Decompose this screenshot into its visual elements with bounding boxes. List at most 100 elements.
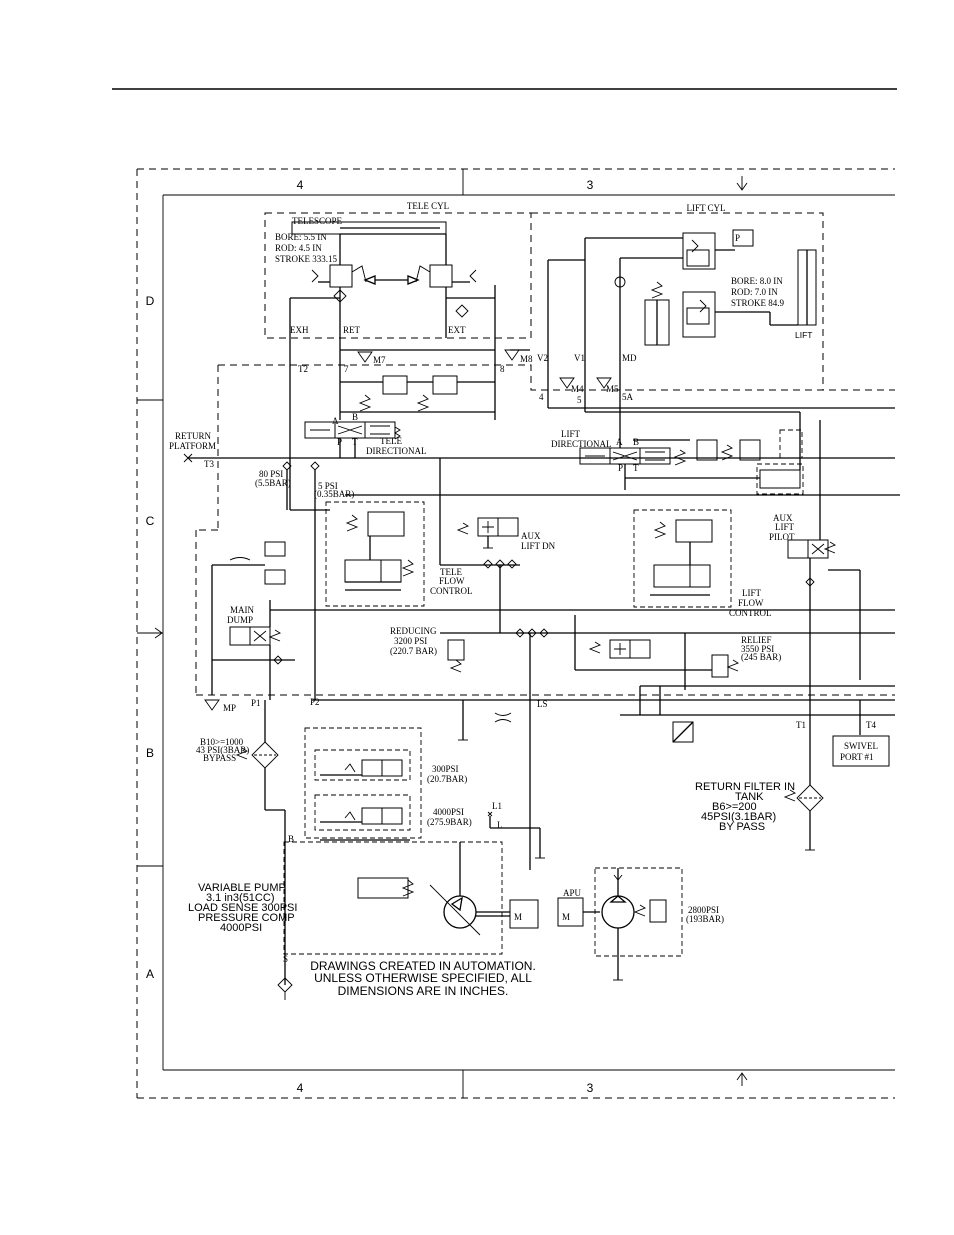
lift-directional-2: DIRECTIONAL: [551, 439, 612, 449]
psi-2800-2: (193BAR): [686, 914, 724, 924]
reducing-2: 3200 PSI: [394, 636, 427, 646]
main-dump-valve: [211, 541, 895, 700]
port-ret: RET: [343, 325, 361, 335]
pressure-filter: [204, 699, 286, 845]
aux-lift-pilot-1: AUX: [773, 513, 793, 523]
lift-port-t: T: [633, 463, 639, 473]
tele-directional-1: TELE: [380, 436, 402, 446]
apu-motor-m: M: [562, 912, 570, 922]
port-5a: 5A: [622, 392, 634, 402]
port-mp: MP: [223, 703, 236, 713]
relief-1: RELIEF: [741, 635, 772, 645]
port-l: L: [497, 820, 503, 830]
port-exh: EXH: [290, 325, 309, 335]
bar-5-5: (5.5BAR): [255, 478, 291, 488]
return-platform-2: PLATFORM: [169, 441, 216, 451]
note-line-3: DIMENSIONS ARE IN INCHES.: [338, 984, 509, 998]
port-m8: M8: [520, 354, 533, 364]
aux-lift-pilot-2: LIFT: [775, 522, 795, 532]
reducing-1: REDUCING: [390, 626, 437, 636]
aux-lift-pilot-valve: [787, 420, 861, 695]
return-filter-4: 45PSI(3.1BAR): [701, 811, 776, 823]
tele-port-a: A: [332, 416, 339, 426]
lift-port-b: B: [633, 437, 639, 447]
aux-lift-dn-valve: [456, 517, 519, 569]
variable-pump: [277, 841, 539, 1000]
zone-bottom-3: 3: [587, 1081, 594, 1095]
psi-5: 5 PSI: [318, 481, 338, 491]
row-label-b: B: [146, 746, 154, 760]
tele-flow-control: [325, 501, 425, 607]
relief-valve: [574, 615, 740, 690]
return-platform-1: RETURN: [175, 431, 212, 441]
tele-port-p: P: [337, 437, 342, 447]
pump-port-b: B: [288, 834, 294, 844]
port-m4: M4: [571, 384, 584, 394]
bypass-filter-1: B10>=1000: [200, 737, 244, 747]
tele-directional-2: DIRECTIONAL: [366, 446, 427, 456]
telescope-cylinder: [291, 221, 447, 265]
return-filter-3: B6>=200: [712, 801, 757, 813]
port-t4: T4: [866, 720, 876, 730]
lift-port-a: A: [616, 437, 623, 447]
lift-bore: BORE: 8.0 IN: [731, 276, 783, 286]
bypass-filter-3: BYPASS: [203, 753, 236, 763]
swivel-1: SWIVEL: [844, 741, 878, 751]
main-dump-1: MAIN: [230, 605, 254, 615]
relief-3: (245 BAR): [741, 652, 781, 662]
telescope-label: TELESCOPE: [292, 216, 343, 226]
port-p2: P2: [310, 697, 320, 707]
lift-port-p: P: [618, 463, 623, 473]
tele-rod: ROD: 4.5 IN: [275, 243, 322, 253]
manifold-outlet-lines: [312, 685, 895, 870]
note-line-2: UNLESS OTHERWISE SPECIFIED, ALL: [314, 971, 532, 985]
variable-pump-5: 4000PSI: [220, 922, 262, 934]
aux-lift-dn-2: LIFT DN: [521, 541, 556, 551]
relief-2: 3550 PSI: [741, 644, 774, 654]
port-m7: M7: [373, 355, 386, 365]
lift-flow-2: FLOW: [738, 598, 764, 608]
note-line-1: DRAWINGS CREATED IN AUTOMATION.: [310, 959, 536, 973]
swivel-2: PORT #1: [840, 752, 874, 762]
port-t3: T3: [204, 459, 214, 469]
apu-pump: [557, 867, 683, 981]
zone-top-3: 3: [587, 178, 594, 192]
return-filter: [783, 760, 824, 851]
port-7: 7: [344, 364, 349, 374]
tele-counterbalance-valves: [289, 264, 496, 338]
variable-pump-2: 3.1 in3(51CC): [206, 892, 274, 904]
psi-4000-1: 4000PSI: [433, 807, 464, 817]
lift-manifold: [547, 358, 895, 495]
zone-top-4: 4: [297, 178, 304, 192]
psi-4000-2: (275.9BAR): [427, 817, 472, 827]
port-p1: P1: [251, 698, 261, 708]
pump-port-s: S: [283, 954, 288, 964]
zone-bottom-4: 4: [297, 1081, 304, 1095]
platform-manifold: [195, 364, 895, 696]
return-filter-2: TANK: [735, 791, 764, 803]
port-5: 5: [577, 395, 582, 405]
psi-2800-1: 2800PSI: [688, 905, 719, 915]
port-md: MD: [622, 353, 637, 363]
return-filter-1: RETURN FILTER IN: [695, 781, 795, 793]
tele-port-b: B: [352, 412, 358, 422]
tele-stroke: STROKE 333.15: [275, 254, 338, 264]
psi-300-1: 300PSI: [432, 764, 459, 774]
lift-flow-control: [633, 509, 732, 608]
psi-80: 80 PSI: [259, 469, 283, 479]
row-label-a: A: [146, 967, 154, 981]
reducing-3: (220.7 BAR): [390, 646, 437, 656]
pump-control-block: [304, 727, 545, 859]
return-filter-5: BY PASS: [719, 821, 765, 833]
variable-pump-3: LOAD SENSE 300PSI: [188, 902, 297, 914]
port-t2: T2: [298, 364, 308, 374]
port-4: 4: [539, 392, 544, 402]
main-dump-2: DUMP: [227, 615, 253, 625]
lift-rod: ROD: 7.0 IN: [731, 287, 778, 297]
tele-flow-3: CONTROL: [430, 586, 473, 596]
lift-stroke: STROKE 84.9: [731, 298, 785, 308]
lift-flow-1: LIFT: [742, 588, 762, 598]
drawing-frame: [136, 168, 895, 1099]
aux-lift-pilot-3: PILOT: [769, 532, 795, 542]
